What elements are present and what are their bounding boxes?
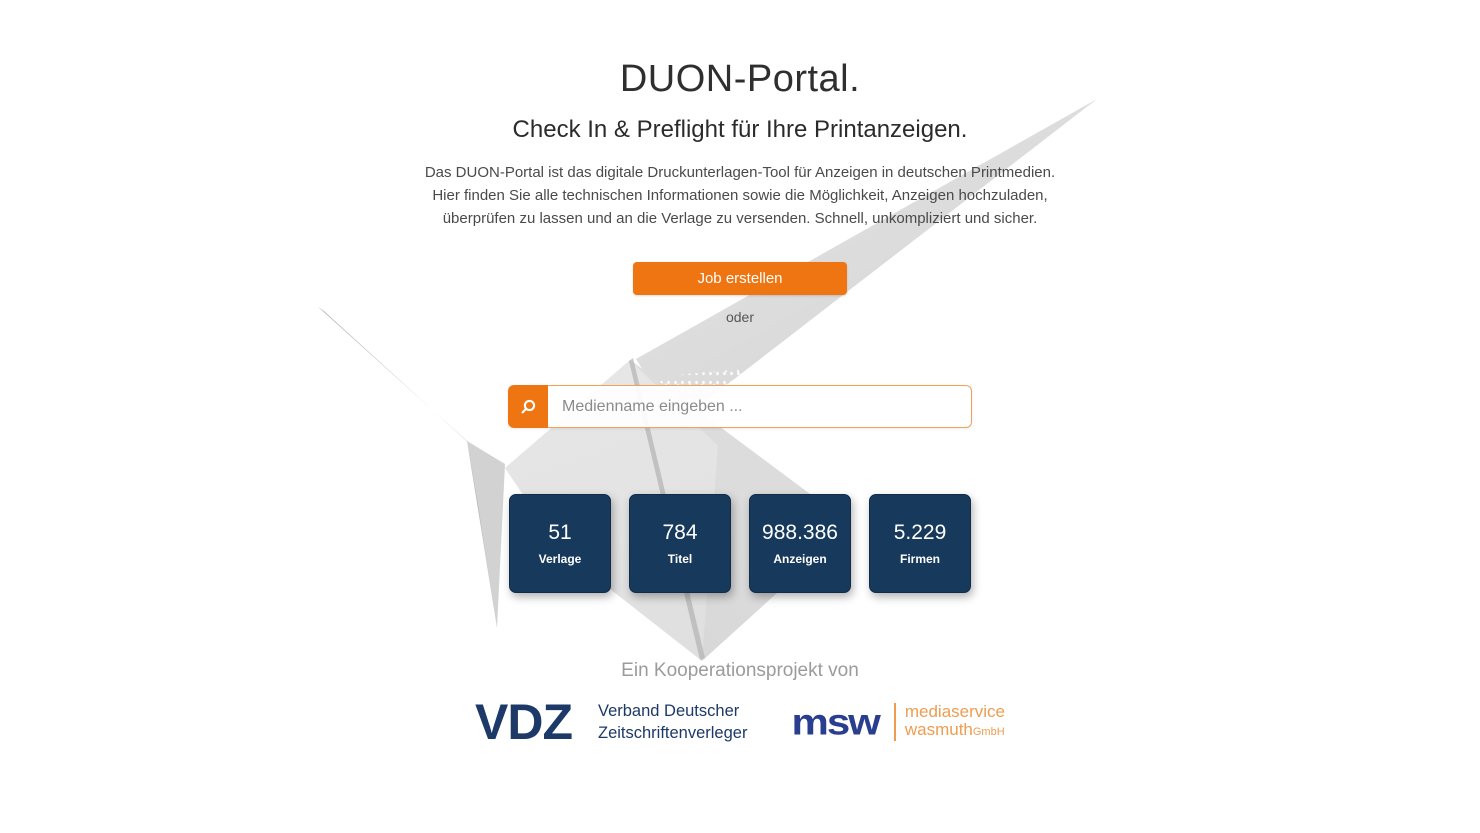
intro-line-1: Das DUON-Portal ist das digitale Druckun… bbox=[424, 164, 1056, 181]
stat-box-titel: 784 Titel bbox=[629, 494, 731, 593]
page-title: DUON-Portal. bbox=[619, 58, 861, 100]
vdz-logo-abbr: VDZ bbox=[474, 694, 573, 750]
stats-row: 51 Verlage 784 Titel 988.386 Anzeigen 5.… bbox=[509, 494, 971, 593]
stat-box-firmen: 5.229 Firmen bbox=[869, 494, 971, 593]
vdz-logo[interactable]: VDZ Verband Deutscher Zeitschriftenverle… bbox=[475, 697, 747, 747]
stat-value: 51 bbox=[548, 521, 572, 544]
partner-logos: VDZ Verband Deutscher Zeitschriftenverle… bbox=[0, 690, 1480, 754]
vdz-text-line-2: Zeitschriftenverleger bbox=[597, 724, 748, 742]
job-erstellen-button[interactable]: Job erstellen bbox=[633, 262, 847, 295]
msw-logo[interactable]: msw mediaservice wasmuthGmbH bbox=[791, 703, 1005, 741]
intro-line-2: Hier finden Sie alle technischen Informa… bbox=[432, 187, 1048, 204]
stat-box-anzeigen: 988.386 Anzeigen bbox=[749, 494, 851, 593]
stat-value: 5.229 bbox=[893, 521, 947, 544]
intro-text: Das DUON-Portal ist das digitale Druckun… bbox=[0, 161, 1480, 230]
msw-logo-abbr: msw bbox=[791, 701, 880, 743]
stat-value: 784 bbox=[662, 521, 698, 544]
vdz-logo-text: Verband Deutscher Zeitschriftenverleger bbox=[598, 700, 747, 744]
stat-label: Anzeigen bbox=[773, 552, 827, 566]
msw-logo-text: mediaservice wasmuthGmbH bbox=[905, 703, 1005, 741]
stat-label: Verlage bbox=[538, 552, 582, 566]
page-subtitle: Check In & Preflight für Ihre Printanzei… bbox=[512, 116, 968, 143]
stat-box-verlage: 51 Verlage bbox=[509, 494, 611, 593]
or-separator-label: oder bbox=[725, 309, 755, 325]
vdz-text-line-1: Verband Deutscher bbox=[597, 702, 740, 720]
stat-label: Firmen bbox=[899, 552, 940, 566]
stat-value: 988.386 bbox=[762, 521, 838, 544]
msw-text-line-2: wasmuth bbox=[904, 720, 973, 739]
msw-text-suffix: GmbH bbox=[972, 726, 1005, 738]
stat-label: Titel bbox=[667, 552, 693, 566]
msw-logo-divider bbox=[893, 703, 896, 741]
media-search-bar bbox=[508, 385, 972, 428]
msw-text-line-1: mediaservice bbox=[904, 702, 1005, 721]
magnifier-icon bbox=[521, 399, 536, 413]
intro-line-3: überprüfen zu lassen und an die Verlage … bbox=[442, 210, 1038, 227]
search-submit-button[interactable] bbox=[508, 385, 548, 428]
media-search-input[interactable] bbox=[548, 385, 972, 428]
cooperation-heading: Ein Kooperationsprojekt von bbox=[621, 660, 859, 681]
